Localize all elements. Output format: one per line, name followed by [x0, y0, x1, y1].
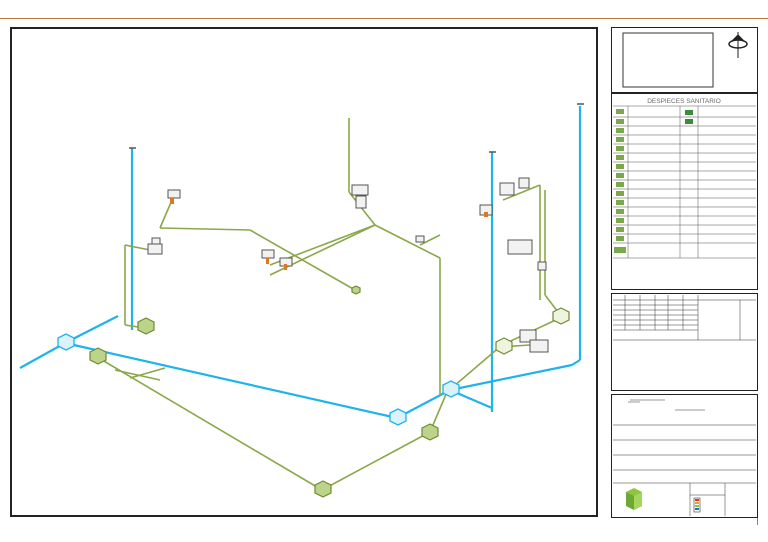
top-accent-line [0, 18, 768, 19]
vent-caps [129, 103, 584, 153]
key-plan [622, 32, 748, 88]
drain-pipes [96, 118, 561, 491]
titleblock-notes [611, 293, 758, 391]
drawing-area [10, 27, 598, 517]
drain-registers [89, 285, 570, 498]
schedule-title: DESPIECES SANITARIO [647, 98, 721, 105]
titleblock-key-plan [611, 27, 758, 93]
north-arrow-icon [728, 32, 748, 58]
info-block [613, 399, 756, 516]
supply-pipes [19, 106, 582, 420]
revisions-table [613, 295, 756, 341]
logo-cube-icon [626, 488, 642, 510]
legend-swatches [693, 497, 701, 513]
schedule-table [613, 105, 756, 259]
supply-registers [57, 333, 460, 426]
fixture-valves [170, 198, 488, 270]
fixtures [147, 177, 549, 353]
fixture-icon [614, 109, 693, 253]
